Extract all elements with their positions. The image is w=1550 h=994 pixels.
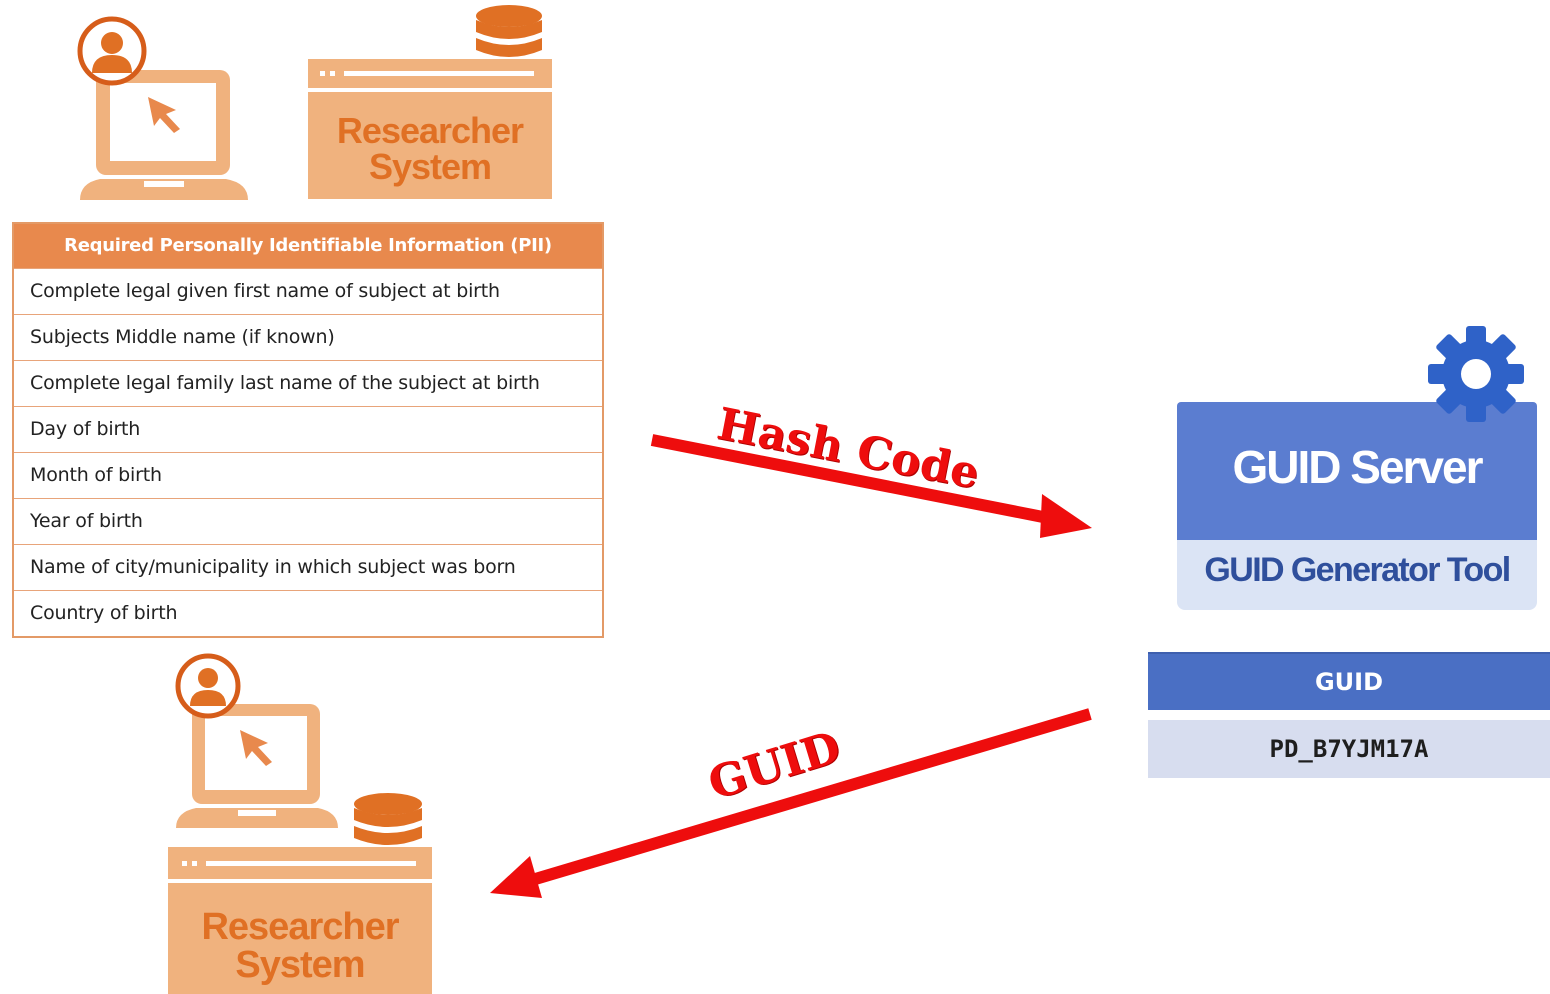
pii-row-first-name: Complete legal given first name of subje… [14, 268, 602, 314]
researcher-system-top-line1: Researcher [336, 110, 524, 151]
user-computer-icon [77, 16, 248, 200]
pii-row-day: Day of birth [14, 406, 602, 452]
researcher-system-bottom-box [168, 847, 432, 994]
database-icon [476, 5, 542, 57]
arrow-right-down [650, 434, 1092, 538]
pii-row-city: Name of city/municipality in which subje… [14, 544, 602, 590]
guid-server-box [1177, 402, 1537, 540]
researcher-system-top-label: Researcher System [320, 113, 540, 185]
researcher-system-bottom-line1: Researcher [201, 906, 399, 948]
pii-row-month: Month of birth [14, 452, 602, 498]
pii-row-middle-name: Subjects Middle name (if known) [14, 314, 602, 360]
user-computer-icon-bottom [175, 653, 338, 828]
researcher-system-bottom-label: Researcher System [180, 908, 420, 984]
pii-row-country: Country of birth [14, 590, 602, 636]
guid-result-header: GUID [1148, 652, 1550, 710]
pii-table-header: Required Personally Identifiable Informa… [14, 224, 602, 268]
arrow-left-down [490, 708, 1092, 898]
database-icon-bottom [354, 793, 422, 845]
pii-row-last-name: Complete legal family last name of the s… [14, 360, 602, 406]
researcher-system-top-box [308, 59, 552, 199]
researcher-system-top-line2: System [368, 146, 492, 187]
guid-result-value: PD_B7YJM17A [1148, 720, 1550, 778]
pii-row-year: Year of birth [14, 498, 602, 544]
gear-icon [1428, 326, 1524, 422]
pii-table: Required Personally Identifiable Informa… [12, 222, 604, 638]
guid-generator-tool-label: GUID Generator Tool [1204, 551, 1511, 589]
guid-generator-box [1177, 540, 1537, 610]
researcher-system-bottom-line2: System [235, 944, 365, 986]
guid-server-title: GUID Server [1232, 441, 1483, 493]
